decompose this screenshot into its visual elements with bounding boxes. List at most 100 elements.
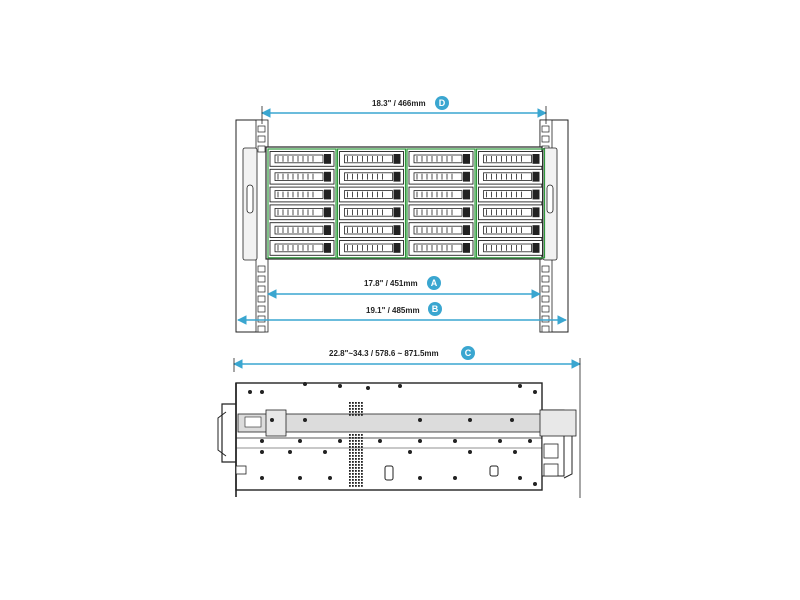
vent-hole [358, 443, 360, 445]
vent-hole [349, 452, 351, 454]
rack-hole [541, 265, 550, 273]
vent-hole [349, 458, 351, 460]
vent-hole [358, 464, 360, 466]
screw-hole [528, 439, 532, 443]
drive-bay [408, 204, 474, 221]
vent-hole [349, 473, 351, 475]
dimension-d-label: 18.3" / 466mm [372, 99, 426, 108]
dimension-d-badge: D [435, 96, 449, 110]
vent-hole [349, 482, 351, 484]
screw-hole [418, 439, 422, 443]
left-rack-holes [257, 125, 266, 333]
rack-hole [541, 295, 550, 303]
vent-hole [349, 446, 351, 448]
vent-hole [361, 405, 363, 407]
drive-bay [339, 168, 404, 185]
vent-hole [361, 458, 363, 460]
vent-hole [361, 434, 363, 436]
screw-hole [288, 450, 292, 454]
vent-hole [349, 405, 351, 407]
drive-bay [339, 204, 404, 221]
vent-hole [352, 405, 354, 407]
drive-bay [408, 151, 474, 167]
screw-hole [260, 390, 264, 394]
screw-hole [323, 450, 327, 454]
screw-hole [338, 439, 342, 443]
vent-hole [349, 467, 351, 469]
drive-bay [269, 240, 335, 256]
vent-hole [358, 467, 360, 469]
screw-hole [468, 450, 472, 454]
vent-hole [355, 482, 357, 484]
vent-hole [352, 434, 354, 436]
vent-hole [355, 414, 357, 416]
vent-hole [361, 482, 363, 484]
vent-hole [355, 473, 357, 475]
vent-hole [352, 437, 354, 439]
vent-hole [355, 440, 357, 442]
drive-bay [478, 204, 543, 221]
drive-bay [339, 240, 404, 256]
rack-hole [257, 145, 266, 153]
vent-hole [352, 452, 354, 454]
vent-hole [358, 449, 360, 451]
rack-hole [541, 305, 550, 313]
vent-hole [358, 437, 360, 439]
drive-bay [269, 151, 335, 167]
vent-hole [361, 461, 363, 463]
drive-bay [269, 222, 335, 238]
screw-hole [468, 418, 472, 422]
screw-hole [260, 450, 264, 454]
vent-hole [358, 476, 360, 478]
vent-hole [355, 443, 357, 445]
rack-hole [541, 285, 550, 293]
dimension-b-label: 19.1" / 485mm [366, 306, 420, 315]
rack-hole [541, 275, 550, 283]
vent-hole [361, 455, 363, 457]
drive-bay [408, 186, 474, 203]
vent-hole [352, 408, 354, 410]
vent-hole [355, 402, 357, 404]
screw-hole [533, 390, 537, 394]
screw-hole [453, 439, 457, 443]
rack-hole [541, 325, 550, 333]
vent-hole [349, 479, 351, 481]
front-view [235, 119, 569, 333]
screw-hole [533, 482, 537, 486]
vent-hole [358, 405, 360, 407]
vent-hole [349, 402, 351, 404]
dimension-c-badge: C [461, 346, 475, 360]
rack-hole [257, 125, 266, 133]
vent-hole [349, 485, 351, 487]
drive-bay [408, 222, 474, 238]
screw-hole [260, 439, 264, 443]
vent-hole [352, 461, 354, 463]
screw-hole [298, 476, 302, 480]
vent-hole [352, 464, 354, 466]
side-view [217, 382, 577, 497]
vent-hole [352, 402, 354, 404]
vent-hole [361, 467, 363, 469]
vent-hole [361, 437, 363, 439]
vent-grid-top [349, 402, 363, 416]
screw-hole [248, 390, 252, 394]
vent-hole [358, 470, 360, 472]
vent-hole [355, 485, 357, 487]
vent-hole [355, 479, 357, 481]
screw-hole [510, 418, 514, 422]
vent-hole [349, 476, 351, 478]
rack-hole [257, 295, 266, 303]
screw-hole [303, 382, 307, 386]
screw-hole [418, 418, 422, 422]
screw-hole [328, 476, 332, 480]
screw-hole [418, 476, 422, 480]
vent-hole [361, 470, 363, 472]
slide-rail [237, 413, 575, 433]
vent-hole [355, 476, 357, 478]
drive-bay [269, 168, 335, 185]
vent-hole [358, 458, 360, 460]
vent-hole [361, 443, 363, 445]
drive-bay [478, 151, 543, 167]
side-panel-screws [248, 382, 537, 486]
vent-hole [361, 411, 363, 413]
